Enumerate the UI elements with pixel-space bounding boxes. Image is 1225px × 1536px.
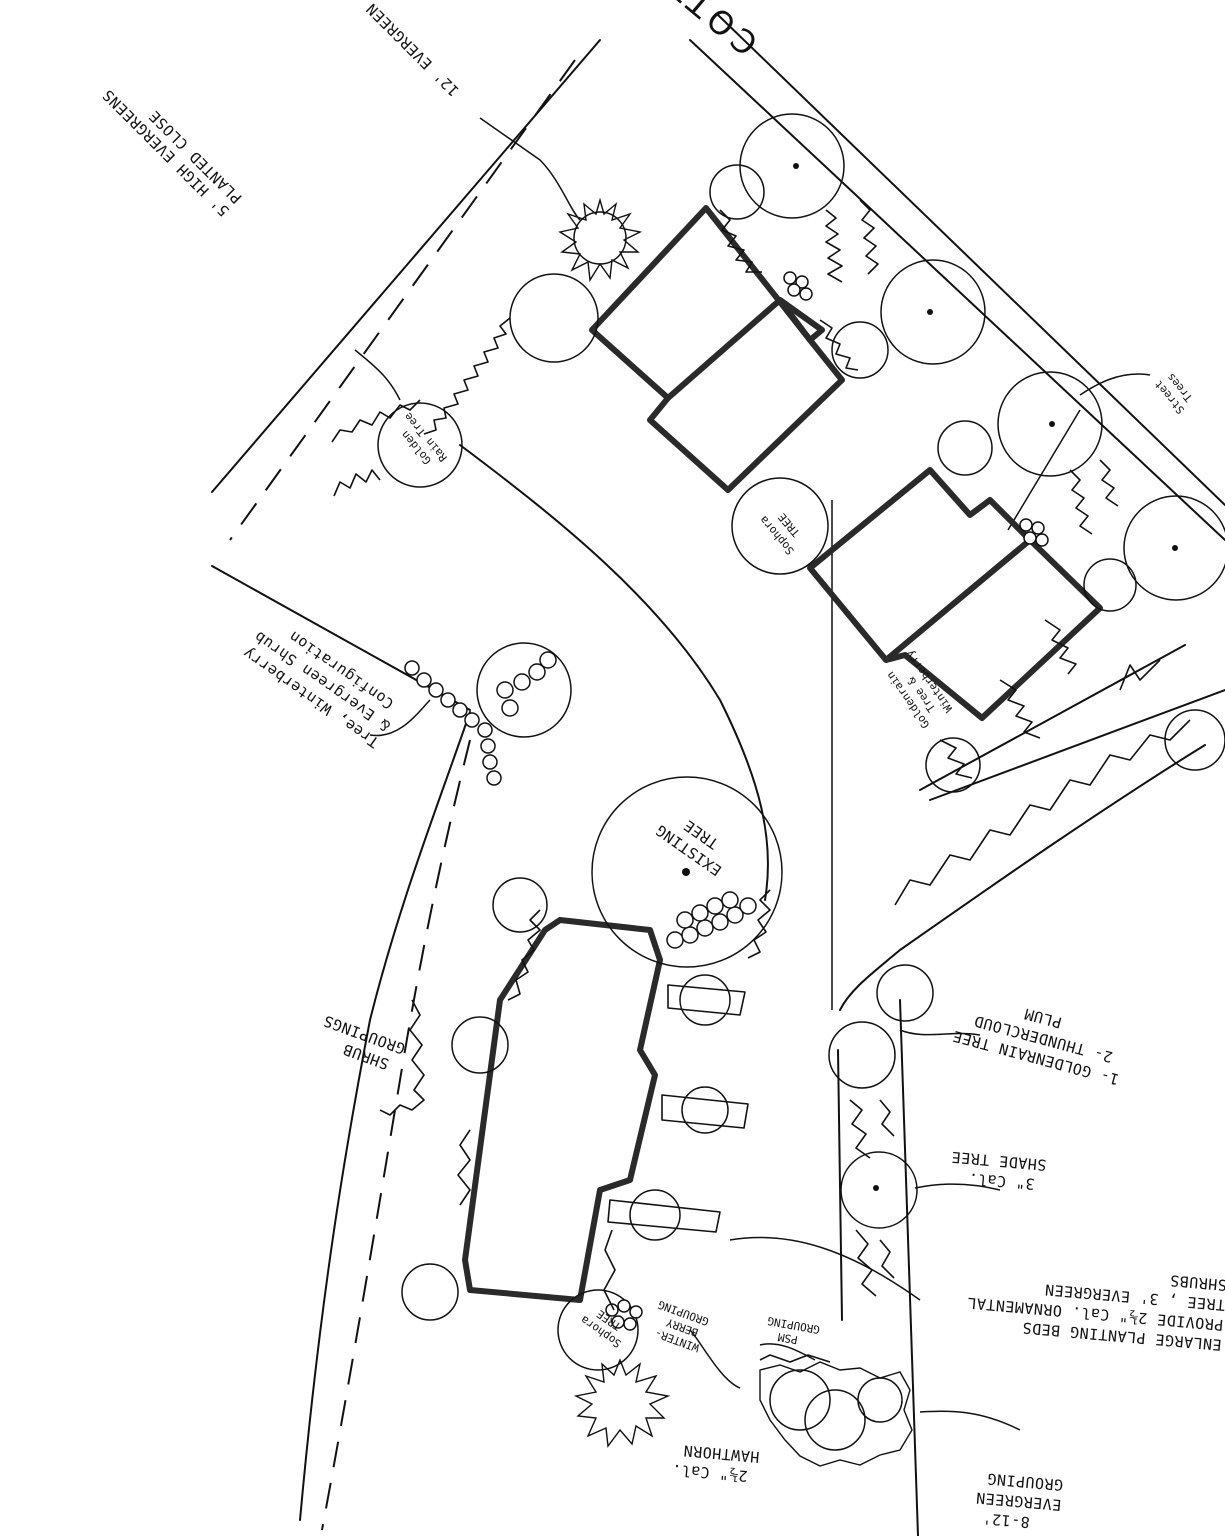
shade-tree: [840, 1151, 918, 1229]
upper-bed-hedge: [825, 209, 843, 283]
shrub-grouping-hedge: [379, 999, 425, 1116]
screen-note: 5' HIGH EVERGREENS PLANTED CLOSE: [99, 86, 246, 220]
evergreen-lower-left: [573, 1358, 671, 1448]
street-name: COTTAGE STREET: [460, 0, 765, 63]
sophora-lower-shrubs: [605, 1299, 643, 1331]
evergreen-12-label: 12' EVERGREEN: [362, 0, 462, 100]
buildings: [462, 205, 1103, 1303]
trees: [377, 113, 1225, 1431]
eb-line4: SHRUBS: [1169, 1271, 1225, 1294]
building-middle-a: [807, 467, 1033, 663]
hw-line2: HAWTHORN: [683, 1441, 761, 1466]
thundercloud-label: 1- GOLDENRAIN TREE 2- THUNDERCLOUD PLUM: [951, 1005, 1121, 1089]
dashed-setback-lines: [229, 59, 576, 1531]
hawthorn-label: 2½" Cal. HAWTHORN: [671, 1441, 761, 1485]
eg-line3: GROUPING: [986, 1470, 1064, 1495]
driveway-curve: [459, 444, 769, 901]
property-lines: [211, 14, 1225, 1536]
evergreen-grouping: [759, 1361, 913, 1467]
building-lower: [462, 917, 663, 1303]
street-tree-lower: [997, 371, 1103, 477]
enlarge-beds-note: ENLARGE PLANTING BEDS PROVIDE 2½" Cal. O…: [966, 1271, 1225, 1354]
shade-tree-label: 3" Cal. SHADE TREE: [951, 1148, 1048, 1193]
shrub-clusters: [404, 271, 1049, 1331]
existing-tree: [591, 776, 783, 968]
goldenrain-winterberry-tree: [925, 737, 981, 793]
evergreen-grouping-label: 8-12' EVERGREEN GROUPING: [975, 1470, 1064, 1532]
winterberry-config-tree: [476, 642, 572, 738]
existing-tree-label: EXISTING TREE: [652, 816, 725, 879]
evergreens: [558, 197, 913, 1467]
winterberry-shrubs: [404, 651, 557, 786]
building-upper-b: [647, 298, 845, 493]
goldenrain-tree: [377, 402, 463, 488]
upper-building-shrubs: [783, 271, 1049, 547]
middle-bed-hedge: [1069, 469, 1093, 535]
street-tree-top: [739, 113, 845, 219]
st-line1: 3" Cal.: [967, 1169, 1035, 1193]
street-tree-mid: [880, 259, 986, 365]
existing-tree-shrubs: [666, 891, 757, 949]
evergreen-12ft: [558, 197, 643, 283]
st-line2: SHADE TREE: [951, 1148, 1048, 1174]
screen-note-line1: 5' HIGH EVERGREENS: [99, 86, 233, 220]
street-trees-label: Street Trees: [1152, 371, 1196, 417]
thundercloud-plum: [828, 1021, 896, 1089]
eg-line1: 8-12': [981, 1509, 1030, 1531]
sophora-tree-lower: [557, 1289, 639, 1371]
right-lower-hedge: [849, 1099, 871, 1159]
winterberry-config-label: Tree, Winterberry & Evergreen Shrub Conf…: [239, 627, 397, 751]
street-tree-bottom: [1123, 495, 1225, 601]
right-road-hedge: [894, 719, 1191, 906]
building-middle-b: [885, 537, 1103, 721]
psm-line1: PSM: [777, 1330, 799, 1346]
leader-lines: [354, 117, 1151, 1431]
sophora-upper-label: Sophora TREE: [757, 511, 803, 558]
sophora-tree-upper: [731, 477, 829, 575]
ornamental-tree-upper: [509, 273, 599, 363]
evergreen-screen-hedge: [423, 317, 511, 435]
hedges: [331, 199, 1191, 1363]
